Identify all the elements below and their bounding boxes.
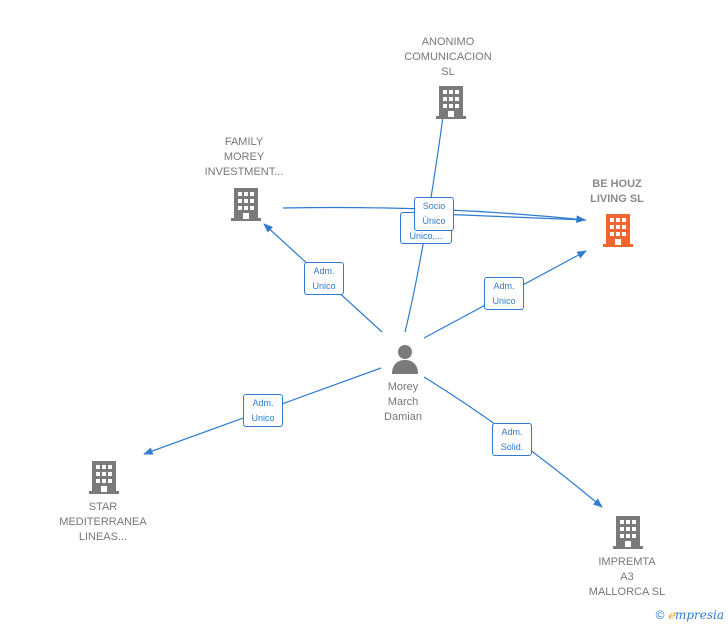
copyright-mark: © ℯmpresia bbox=[656, 608, 724, 622]
edge-label-person-star[interactable]: Adm. Unico bbox=[243, 394, 283, 427]
brand-logo-text: mpresia bbox=[674, 608, 724, 622]
building-icon[interactable] bbox=[435, 84, 467, 120]
edge-label-person-impremta[interactable]: Adm. Solid. bbox=[492, 423, 532, 456]
edge-label-anonimo-behouz[interactable]: Socio Único bbox=[414, 197, 454, 231]
node-label-impremta[interactable]: IMPREMTA A3 MALLORCA SL bbox=[588, 556, 666, 598]
person-icon[interactable] bbox=[389, 343, 421, 375]
building-icon[interactable] bbox=[612, 514, 644, 550]
copyright-icon: © bbox=[655, 608, 665, 622]
node-label-family[interactable]: FAMILY MOREY INVESTMENT... bbox=[204, 136, 284, 178]
building-icon[interactable] bbox=[88, 459, 120, 495]
edge-label-person-behouz[interactable]: Adm. Unico bbox=[484, 277, 524, 310]
building-icon[interactable] bbox=[230, 186, 262, 222]
node-label-star[interactable]: STAR MEDITERRANEA LINEAS... bbox=[59, 501, 147, 543]
building-icon[interactable] bbox=[602, 212, 634, 248]
node-label-behouz[interactable]: BE HOUZ LIVING SL bbox=[590, 178, 644, 205]
edge-label-person-family[interactable]: Adm. Unico bbox=[304, 262, 344, 295]
node-label-person[interactable]: Morey March Damian bbox=[384, 381, 422, 423]
brand-logo-initial: ℯ bbox=[667, 608, 675, 622]
node-label-anonimo[interactable]: ANONIMO COMUNICACION SL bbox=[404, 36, 492, 78]
edge-anonimo-socio bbox=[437, 213, 587, 221]
